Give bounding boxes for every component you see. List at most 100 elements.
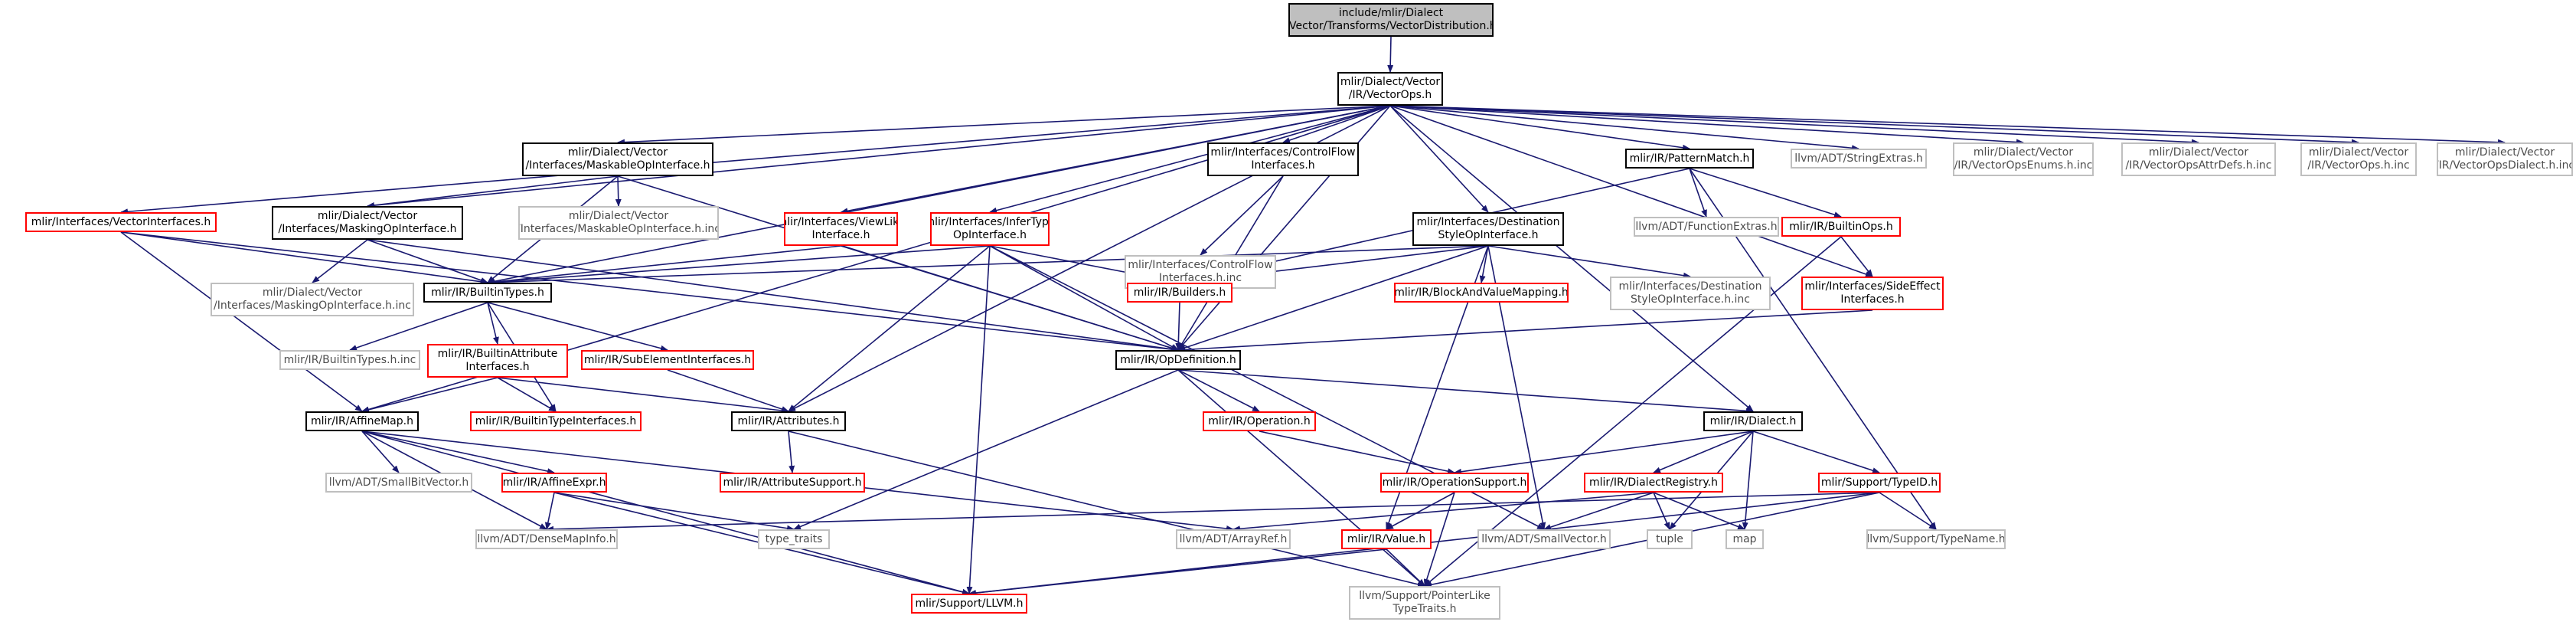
node-label-line: mlir/IR/AffineMap.h bbox=[311, 414, 413, 427]
node-smallvector[interactable]: llvm/ADT/SmallVector.h bbox=[1477, 529, 1611, 549]
node-vectoropsinc[interactable]: mlir/Dialect/Vector/IR/VectorOps.h.inc bbox=[2300, 142, 2417, 176]
edge-infertype-to-builtintypes bbox=[487, 245, 991, 286]
node-vectorops[interactable]: mlir/Dialect/Vector/IR/VectorOps.h bbox=[1337, 72, 1443, 106]
node-subelement[interactable]: mlir/IR/SubElementInterfaces.h bbox=[581, 350, 754, 370]
node-viewlike[interactable]: mlir/Interfaces/ViewLikeInterface.h bbox=[784, 212, 898, 246]
edge-dialect-to-map bbox=[1742, 430, 1754, 530]
node-root[interactable]: include/mlir/Dialect/Vector/Transforms/V… bbox=[1288, 3, 1494, 37]
node-dialectinc[interactable]: mlir/Dialect/Vector/IR/VectorOpsDialect.… bbox=[2437, 142, 2573, 176]
node-label-line: mlir/Dialect/Vector bbox=[262, 286, 363, 299]
node-attributes[interactable]: mlir/IR/Attributes.h bbox=[731, 411, 846, 431]
node-label-line: mlir/IR/BuiltinAttribute bbox=[437, 348, 558, 360]
node-label-line: mlir/Interfaces/VectorInterfaces.h bbox=[31, 215, 211, 228]
node-label-line: llvm/Support/TypeName.h bbox=[1866, 532, 2006, 545]
edge-masking-to-maskinginc bbox=[312, 239, 368, 283]
node-label-line: /Interfaces/MaskingOpInterface.h.inc bbox=[214, 300, 411, 312]
node-label-line: mlir/IR/BuiltinTypeInterfaces.h bbox=[475, 414, 637, 427]
node-patternmatch[interactable]: mlir/IR/PatternMatch.h bbox=[1625, 149, 1754, 169]
node-value[interactable]: mlir/IR/Value.h bbox=[1341, 529, 1432, 549]
node-label-line: mlir/IR/BuiltinOps.h bbox=[1789, 220, 1893, 233]
node-label-line: mlir/IR/Builders.h bbox=[1133, 286, 1226, 299]
edge-vectorops-to-infertype bbox=[989, 105, 1391, 214]
edge-viewlike-to-opdefinition bbox=[841, 245, 1179, 352]
node-tuple[interactable]: tuple bbox=[1647, 529, 1693, 549]
node-label-line: mlir/IR/Operation.h bbox=[1208, 414, 1311, 427]
node-label-line: mlir/Dialect/Vector bbox=[568, 210, 669, 222]
edge-opdefinition-to-operation bbox=[1177, 369, 1260, 412]
node-enumsinc[interactable]: mlir/Dialect/Vector/IR/VectorOpsEnums.h.… bbox=[1953, 142, 2094, 176]
edge-vectorifaces-to-builtintypes bbox=[120, 231, 488, 285]
node-blockandvalue[interactable]: mlir/IR/BlockAndValueMapping.h bbox=[1394, 283, 1569, 303]
edge-viewlike-to-builtintypes bbox=[487, 245, 841, 286]
node-label-line: mlir/IR/Value.h bbox=[1347, 532, 1426, 545]
node-attributesupport[interactable]: mlir/IR/AttributeSupport.h bbox=[720, 473, 865, 493]
node-label-line: /IR/VectorOps.h.inc bbox=[2307, 159, 2410, 172]
node-builtintypes[interactable]: mlir/IR/BuiltinTypes.h bbox=[423, 283, 552, 303]
node-typeid[interactable]: mlir/Support/TypeID.h bbox=[1818, 473, 1941, 493]
node-arrayref[interactable]: llvm/ADT/ArrayRef.h bbox=[1176, 529, 1291, 549]
node-maskinginc[interactable]: mlir/Dialect/Vector/Interfaces/MaskingOp… bbox=[211, 283, 414, 316]
edge-root-to-vectorops bbox=[1387, 36, 1394, 73]
edge-dialectregistry-to-arrayref bbox=[1232, 492, 1654, 532]
node-masking[interactable]: mlir/Dialect/Vector/Interfaces/MaskingOp… bbox=[272, 206, 463, 240]
node-maskableinc[interactable]: mlir/Dialect/Vector/Interfaces/MaskableO… bbox=[518, 206, 719, 240]
node-label-line: mlir/IR/Dialect.h bbox=[1709, 414, 1797, 427]
dependency-edges bbox=[120, 36, 2506, 597]
edge-vectorops-to-vectoropsinc bbox=[1389, 105, 2359, 146]
node-attrdefsinc[interactable]: mlir/Dialect/Vector/IR/VectorOpsAttrDefs… bbox=[2121, 142, 2276, 176]
node-label-line: mlir/IR/OperationSupport.h bbox=[1382, 476, 1527, 489]
node-builtintypeifaces[interactable]: mlir/IR/BuiltinTypeInterfaces.h bbox=[470, 411, 642, 431]
node-llvm[interactable]: mlir/Support/LLVM.h bbox=[911, 594, 1027, 614]
edge-vectorops-to-vectorifaces bbox=[120, 105, 1391, 215]
node-affineexpr[interactable]: mlir/IR/AffineExpr.h bbox=[501, 473, 607, 493]
node-dialect[interactable]: mlir/IR/Dialect.h bbox=[1703, 411, 1803, 431]
node-typetraits[interactable]: type_traits bbox=[758, 529, 830, 549]
node-label-line: mlir/Dialect/Vector bbox=[1973, 146, 2074, 159]
node-builtinops[interactable]: mlir/IR/BuiltinOps.h bbox=[1781, 217, 1901, 237]
node-maskable[interactable]: mlir/Dialect/Vector/Interfaces/MaskableO… bbox=[522, 142, 713, 176]
node-dialectregistry[interactable]: mlir/IR/DialectRegistry.h bbox=[1584, 473, 1723, 493]
edge-builtinops-to-sideeffect bbox=[1840, 236, 1873, 277]
edge-affinemap-to-llvm bbox=[361, 430, 970, 595]
edge-destination-to-blockandvalue bbox=[1479, 245, 1489, 283]
edge-attributes-to-pointerlike bbox=[788, 430, 1425, 588]
edge-destination-to-destinationinc bbox=[1487, 245, 1691, 279]
node-label-line: Interfaces.h bbox=[1840, 293, 1905, 306]
edge-vectorops-to-stringextras bbox=[1389, 105, 1859, 152]
node-label-line: mlir/IR/BuiltinTypes.h bbox=[431, 286, 544, 299]
node-label-line: mlir/Support/TypeID.h bbox=[1820, 476, 1938, 489]
node-operationsupport[interactable]: mlir/IR/OperationSupport.h bbox=[1380, 473, 1529, 493]
node-typename[interactable]: llvm/Support/TypeName.h bbox=[1866, 529, 2006, 549]
node-densemapinfo[interactable]: llvm/ADT/DenseMapInfo.h bbox=[475, 529, 618, 549]
edge-maskable-to-maskableinc bbox=[615, 175, 622, 207]
node-builders[interactable]: mlir/IR/Builders.h bbox=[1127, 283, 1232, 303]
node-operation[interactable]: mlir/IR/Operation.h bbox=[1203, 411, 1316, 431]
edge-destination-to-builtintypes bbox=[487, 245, 1489, 286]
edge-vectorops-to-builtintypes bbox=[487, 105, 1391, 285]
node-label-line: Interfaces.h.inc bbox=[1158, 272, 1242, 284]
node-functionextras[interactable]: llvm/ADT/FunctionExtras.h bbox=[1634, 217, 1779, 237]
node-stringextras[interactable]: llvm/ADT/StringExtras.h bbox=[1791, 149, 1927, 169]
edge-vectorops-to-maskable bbox=[617, 105, 1391, 146]
node-affinemap[interactable]: mlir/IR/AffineMap.h bbox=[305, 411, 419, 431]
node-opdefinition[interactable]: mlir/IR/OpDefinition.h bbox=[1115, 350, 1241, 370]
edge-affinemap-to-smallbitvector bbox=[361, 430, 400, 473]
node-label-line: mlir/Interfaces/ControlFlow bbox=[1128, 259, 1273, 271]
node-vectorifaces[interactable]: mlir/Interfaces/VectorInterfaces.h bbox=[25, 212, 217, 232]
edge-dialect-to-operationsupport bbox=[1454, 430, 1754, 475]
node-label-line: OpInterface.h bbox=[953, 229, 1027, 241]
node-smallbitvector[interactable]: llvm/ADT/SmallBitVector.h bbox=[325, 473, 472, 493]
node-label-line: llvm/ADT/StringExtras.h bbox=[1794, 152, 1923, 165]
node-builtintypesinc[interactable]: mlir/IR/BuiltinTypes.h.inc bbox=[279, 350, 420, 370]
node-label-line: mlir/IR/AttributeSupport.h bbox=[723, 476, 862, 489]
node-label-line: mlir/Dialect/Vector bbox=[2148, 146, 2249, 159]
node-label-line: mlir/Interfaces/InferType bbox=[930, 216, 1050, 228]
node-map[interactable]: map bbox=[1725, 529, 1764, 549]
